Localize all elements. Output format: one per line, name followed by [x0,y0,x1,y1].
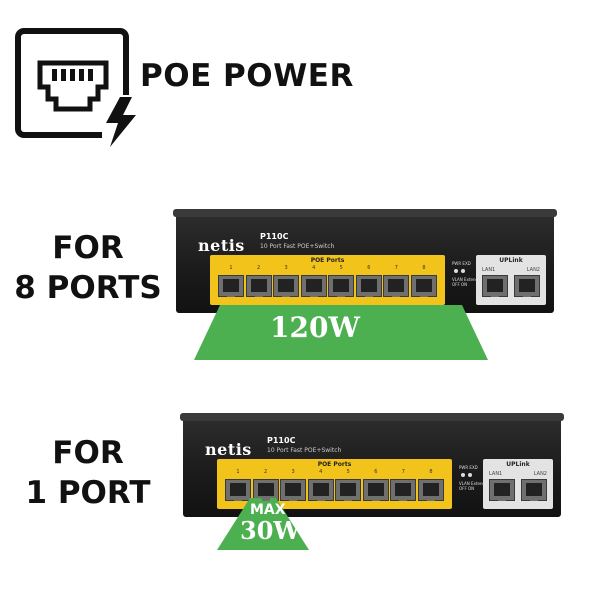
model-name: P110C [267,436,296,445]
port-number: 4 [312,265,316,271]
led-indicator [468,473,472,477]
led-indicator [461,473,465,477]
lan1-label: LAN1 [482,267,496,273]
pwr-label: PWR EXD [459,465,478,470]
poe-ports-label: POE Ports [317,461,352,468]
uplink-panel: UPLink LAN1 LAN2 [483,459,553,509]
vlan-extend-label: VLAN Extend OFF ON [459,481,485,491]
power-value-eight-ports: 120W [270,311,360,344]
ethernet-port [218,275,244,297]
port-numbers: 1 2 3 4 5 6 7 8 [225,469,444,475]
caption-line: FOR [52,435,124,471]
vlan-switch-text: OFF ON [452,282,468,287]
uplink-label: UPLink [499,257,523,264]
page-title: POE POWER [140,58,354,94]
model-name: P110C [260,232,289,241]
port-number: 7 [394,265,398,271]
poe-ports [218,275,437,297]
vlan-label-text: VLAN Extend [459,481,486,486]
ethernet-port [307,479,334,501]
ethernet-port [514,275,540,297]
ethernet-port [280,479,307,501]
caption-line: 8 PORTS [14,270,162,306]
lan1-label: LAN1 [489,471,503,477]
led-indicator [461,269,465,273]
ethernet-port [410,275,437,297]
port-number: 8 [429,469,433,475]
model-description: 10 Port Fast POE+Switch [260,243,335,250]
port-number: 7 [401,469,405,475]
port-numbers: 1 2 3 4 5 6 7 8 [218,265,437,271]
caption-line: FOR [52,230,124,266]
port-number: 3 [291,469,295,475]
vlan-label-text: VLAN Extend [452,277,479,282]
ethernet-port [521,479,547,501]
power-value-one-port: 30W [240,516,301,545]
caption-eight-ports: FOR 8 PORTS [8,228,168,308]
ethernet-port-lightning-icon [15,28,138,147]
port-number: 1 [229,265,233,271]
ethernet-port [417,479,444,501]
switch-eight-ports: netis P110C 10 Port Fast POE+Switch POE … [173,209,557,313]
ethernet-port [383,275,410,297]
ethernet-port [245,275,272,297]
ethernet-port [355,275,382,297]
vlan-switch-text: OFF ON [459,486,475,491]
poe-ports-label: POE Ports [310,257,345,264]
ethernet-port [328,275,355,297]
power-max-label: MAX [250,502,286,518]
ethernet-port [362,479,389,501]
ethernet-port [335,479,362,501]
brand-logo: netis [205,440,252,459]
vlan-extend-label: VLAN Extend OFF ON [452,277,478,287]
port-number: 2 [263,469,268,475]
ethernet-port [482,275,508,297]
chassis-lid [180,413,564,421]
uplink-ports [482,275,540,297]
pwr-label: PWR EXD [452,261,471,266]
power-beam-one-port [217,498,309,550]
port-number: 8 [422,265,426,271]
port-number: 6 [374,469,378,475]
ethernet-port [225,479,251,501]
port-number: 3 [284,265,288,271]
port-number: 5 [346,469,350,475]
lan2-label: LAN2 [526,267,540,273]
status-leds [461,473,472,477]
caption-one-port: FOR 1 PORT [8,433,168,513]
port-number: 2 [256,265,261,271]
poe-ports [225,479,444,501]
poe-port-panel: POE Ports 1 2 3 4 5 6 7 8 [210,255,445,305]
ethernet-port [390,479,417,501]
uplink-panel: UPLink LAN1 LAN2 [476,255,546,305]
power-beam-eight-ports [194,305,488,360]
model-description: 10 Port Fast POE+Switch [267,447,342,454]
caption-line: 1 PORT [25,475,151,511]
ethernet-port [273,275,300,297]
ethernet-port [252,479,279,501]
ethernet-port [300,275,327,297]
led-indicator [454,269,458,273]
port-number: 5 [339,265,343,271]
uplink-label: UPLink [506,461,530,468]
lan2-label: LAN2 [533,471,547,477]
port-number: 1 [236,469,240,475]
uplink-ports [489,479,547,501]
chassis-lid [173,209,557,217]
port-number: 6 [367,265,371,271]
status-leds [454,269,465,273]
port-number: 4 [319,469,323,475]
ethernet-port [489,479,515,501]
brand-logo: netis [198,236,245,255]
